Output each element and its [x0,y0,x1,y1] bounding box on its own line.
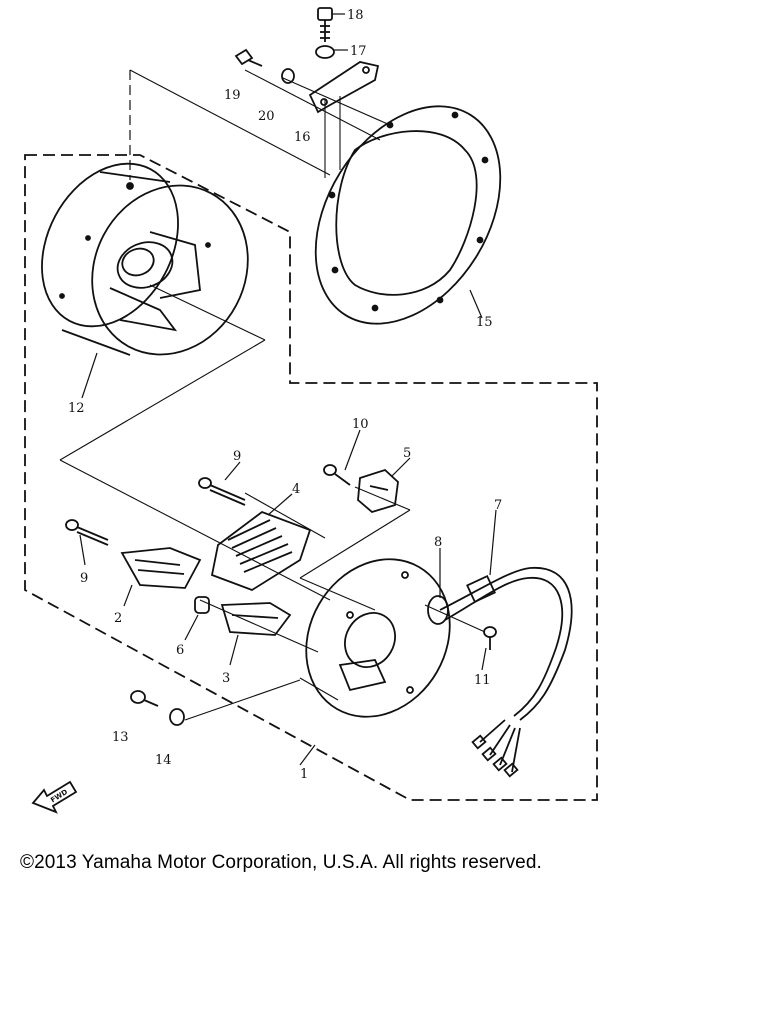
part-label-5: 5 [403,446,411,461]
grommet-8 [427,595,449,625]
part-label-16: 16 [294,130,311,145]
part-label-15: 15 [476,315,493,330]
pickup-coil-5 [357,468,399,514]
washer-17 [315,45,335,59]
screw-9-lower [65,519,109,546]
bolt-19 [234,48,263,67]
part-label-12: 12 [68,401,85,416]
part-label-1: 1 [300,767,308,782]
part-label-3: 3 [222,671,230,686]
coil-3 [220,602,292,636]
washer-20 [281,68,295,84]
coil-4 [210,510,312,591]
copyright-notice: ©2013 Yamaha Motor Corporation, U.S.A. A… [20,852,542,873]
gasket-ring [314,105,502,325]
part-label-9-lower: 9 [80,571,88,586]
bolt-13 [130,690,159,707]
part-label-9-upper: 9 [233,449,241,464]
bracket-plate [308,61,380,114]
part-label-7: 7 [494,498,502,513]
part-label-8: 8 [434,535,442,550]
label-leaders [79,13,497,766]
part-label-2: 2 [114,611,122,626]
collar-6 [194,596,210,614]
coil-2 [120,547,202,589]
connector-lines [59,69,486,721]
part-label-19: 19 [224,88,241,103]
screw-10 [323,464,351,486]
flywheel-rotor [41,162,249,356]
part-label-14: 14 [155,753,172,768]
part-label-17: 17 [350,44,367,59]
wire-harness-7 [439,567,573,778]
part-label-20: 20 [258,109,275,124]
part-label-13: 13 [112,730,129,745]
part-label-11: 11 [474,673,491,688]
part-label-10: 10 [352,417,369,432]
exploded-parts-diagram: 1 2 3 4 5 6 7 8 9 9 10 11 12 13 14 15 16… [24,7,598,814]
screw-9-upper [198,477,246,506]
assembly-boundary-dashed [24,154,598,801]
part-label-18: 18 [347,8,364,23]
stator-base-plate [305,558,451,718]
screw-11 [483,626,497,650]
part-label-4: 4 [292,482,300,497]
bolt-18 [317,7,333,42]
forward-arrow-icon [31,780,78,814]
part-label-6: 6 [176,643,184,658]
washer-14 [169,708,185,726]
